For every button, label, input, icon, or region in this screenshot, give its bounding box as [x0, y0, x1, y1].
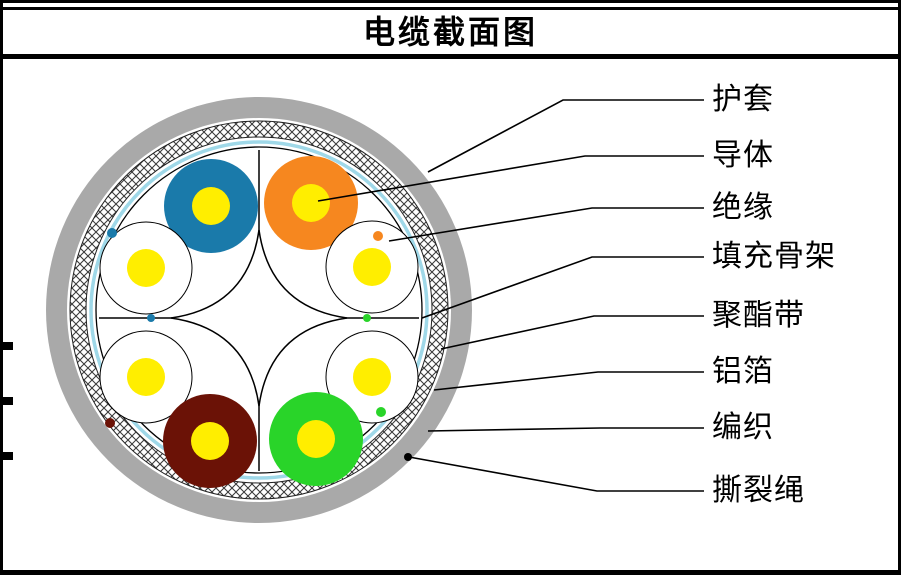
leader-line-insulation — [388, 207, 704, 242]
left-edge-tick — [0, 342, 13, 350]
filler-cross-star — [170, 229, 348, 407]
core-white-lower-left — [127, 358, 165, 396]
label-tape: 聚酯带 — [712, 299, 805, 332]
core-orange — [292, 184, 330, 222]
leader-line-filler — [421, 256, 704, 319]
core-white-upper-left — [127, 249, 165, 287]
label-insulation: 绝缘 — [712, 191, 774, 224]
braid-ring — [70, 121, 448, 499]
leader-line-foil — [433, 371, 704, 391]
core-white-upper-right — [353, 248, 391, 286]
left-edge-tick — [0, 397, 13, 405]
leader-lines — [317, 99, 704, 492]
left-edge-tick — [0, 452, 13, 460]
leader-line-tape — [440, 315, 704, 350]
marker-green — [376, 407, 386, 417]
rip-cord-dot — [404, 453, 412, 461]
copper-cores — [127, 184, 391, 460]
core-blue — [192, 187, 230, 225]
core-brown — [191, 422, 229, 460]
marker-green-inner — [363, 314, 371, 322]
page-title: 电缆截面图 — [362, 14, 538, 50]
title-bar: 电缆截面图 — [3, 7, 898, 59]
label-foil: 铝箔 — [712, 355, 774, 388]
marker-blue-inner — [147, 314, 155, 322]
label-sheath: 护套 — [712, 83, 774, 116]
label-filler: 填充骨架 — [712, 240, 836, 273]
leader-line-sheath — [427, 99, 704, 173]
braid-outer-line — [69, 120, 449, 500]
label-conductor: 导体 — [712, 139, 774, 172]
marker-blue — [107, 228, 117, 238]
braid-inner-line — [85, 136, 433, 484]
marker-brown — [105, 418, 115, 428]
marker-orange — [373, 231, 383, 241]
label-ripcord: 撕裂绳 — [712, 474, 805, 507]
core-green — [297, 420, 335, 458]
leader-line-conductor — [317, 155, 704, 202]
pair-color-markers — [105, 228, 386, 428]
core-white-lower-right — [353, 358, 391, 396]
leader-line-braid — [427, 427, 704, 432]
aluminum-foil-ring — [89, 140, 429, 480]
label-braid: 编织 — [712, 411, 774, 444]
leader-line-ripcord — [408, 456, 704, 492]
